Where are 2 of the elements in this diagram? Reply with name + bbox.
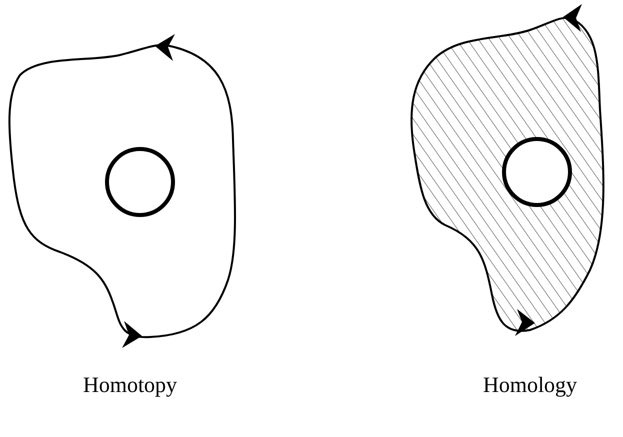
caption-text: Homology — [482, 372, 578, 398]
caption-text: Homotopy — [82, 372, 178, 398]
